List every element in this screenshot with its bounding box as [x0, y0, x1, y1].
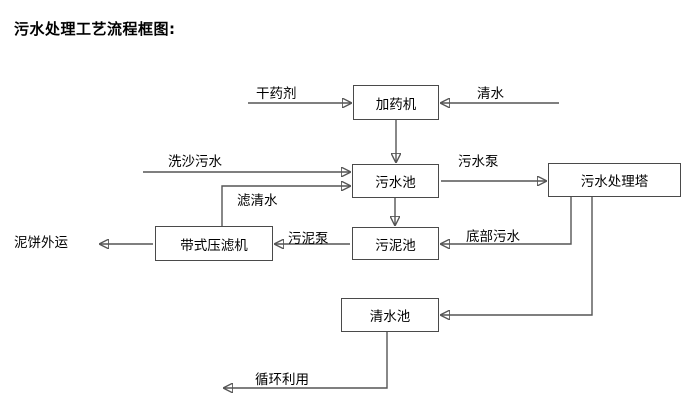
node-label: 污泥池 [375, 237, 416, 254]
wire-tower-to-sludge-pool [441, 197, 572, 244]
edge-label-dry-reagent: 干药剂 [256, 86, 297, 102]
node-sludge-pool[interactable]: 污泥池 [352, 227, 439, 260]
node-label: 带式压滤机 [180, 237, 248, 254]
edge-label-recycle-reuse: 循环利用 [255, 372, 309, 388]
edge-label-sewage-pump: 污水泵 [458, 154, 499, 170]
node-label: 污水池 [375, 175, 416, 191]
node-sewage-pool[interactable]: 污水池 [352, 164, 439, 198]
edge-label-sludge-pump: 污泥泵 [288, 231, 329, 247]
node-label: 清水池 [369, 309, 411, 325]
edge-label-mud-cake-transport: 泥饼外运 [14, 235, 68, 251]
node-label: 加药机 [375, 96, 417, 113]
node-belt-filter-press[interactable]: 带式压滤机 [155, 226, 273, 261]
wire-clean-water-pool-to-recycle [224, 332, 388, 388]
node-dosing-machine[interactable]: 加药机 [353, 85, 439, 120]
page-title: 污水处理工艺流程框图: [14, 20, 176, 38]
edge-label-bottom-sewage: 底部污水 [466, 229, 520, 245]
wire-filtered-water-to-sewage-pool [221, 186, 350, 226]
node-label: 污水处理塔 [580, 174, 649, 190]
edge-label-clean-water: 清水 [477, 86, 504, 102]
edge-label-sand-wash-sewage: 洗沙污水 [168, 154, 222, 170]
node-clean-water-pool[interactable]: 清水池 [341, 298, 439, 332]
node-sewage-treatment-tower[interactable]: 污水处理塔 [548, 163, 681, 197]
edge-label-filtered-water: 滤清水 [237, 193, 278, 209]
wire-tower-to-clean-water-pool [441, 197, 593, 315]
